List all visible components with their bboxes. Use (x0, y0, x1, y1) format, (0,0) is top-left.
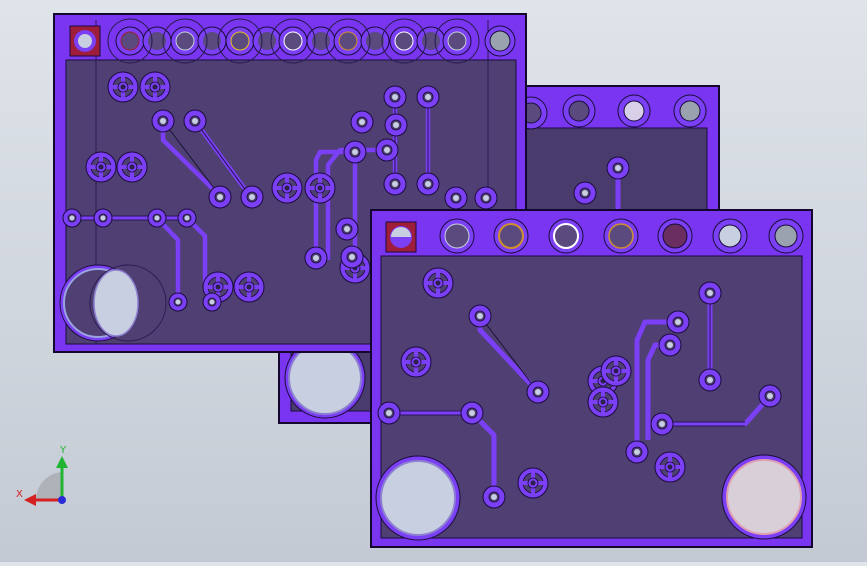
mounting-hole-back (284, 337, 366, 419)
mounting-hole-front-left (375, 455, 461, 541)
pcb-board-front (370, 209, 813, 548)
header-holes-front (385, 218, 804, 254)
mounting-hole-top-left (59, 264, 167, 342)
header-holes-back (514, 94, 707, 130)
header-holes-top-left (69, 18, 516, 64)
mounting-hole-front-right (721, 454, 807, 540)
